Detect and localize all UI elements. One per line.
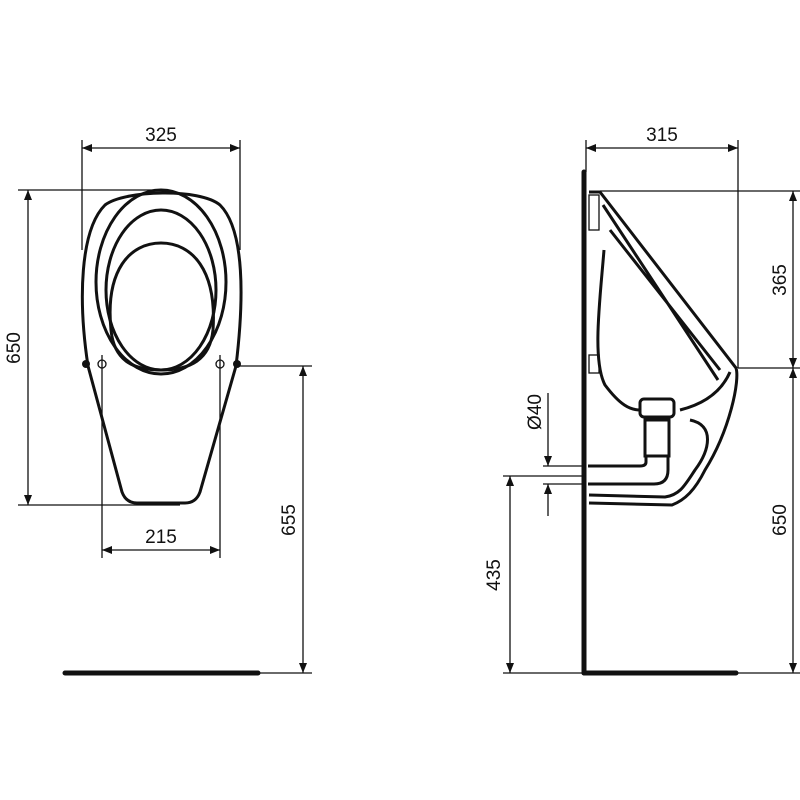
dimension-diameter-label: Ø40 [525, 394, 546, 430]
fixing-point-right [233, 360, 241, 368]
urinal-side-hood [601, 204, 722, 381]
urinal-front-outline [80, 191, 243, 505]
urinal-side-bowl [596, 249, 732, 412]
dimension-top-to-lip-label: 365 [770, 264, 791, 296]
outlet-spring [643, 418, 671, 458]
urinal-side-outline [588, 190, 739, 507]
outlet-cap [638, 397, 676, 419]
dimension-outlet-height-label: 435 [484, 559, 505, 591]
rim-inner [104, 208, 218, 372]
dimension-width-label: 325 [145, 125, 177, 146]
wall-bracket-bottom [588, 354, 600, 374]
dimension-depth-label: 315 [646, 125, 678, 146]
urinal-side-trap [588, 418, 709, 499]
front-view: 325 650 215 655 [4, 125, 312, 676]
bowl-opening [108, 241, 215, 372]
dimension-fixing-distance-label: 215 [145, 527, 177, 548]
dimension-lip-height-label: 650 [770, 504, 791, 536]
outlet-pipe [588, 456, 670, 486]
fixing-point-left [82, 360, 90, 368]
dimension-fixing-height-label: 655 [279, 504, 300, 536]
rim-outer [94, 188, 228, 376]
side-view: 315 365 650 Ø40 435 [484, 125, 800, 676]
wall-bracket-top [588, 194, 600, 231]
dimension-height-label: 650 [4, 332, 25, 364]
